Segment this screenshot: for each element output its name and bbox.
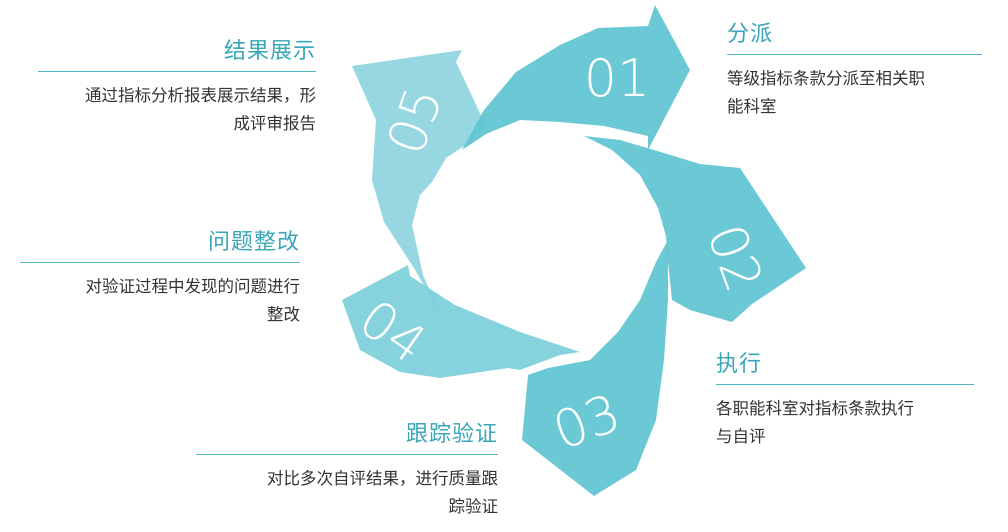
step-01-block: 分派 等级指标条款分派至相关职 能科室 [727,20,982,121]
arrow-01 [462,5,690,150]
step-03-divider [196,454,498,455]
arrow-02 [584,136,806,322]
step-05-divider [38,71,316,72]
arrow-03 [522,240,668,496]
step-04-desc-line: 整改 [267,305,300,324]
step-02-desc: 各职能科室对指标条款执行 与自评 [716,395,974,451]
step-01-divider [727,54,982,55]
step-04-title: 问题整改 [207,230,300,255]
step-number-01: 01 [584,49,650,109]
arrow-04 [342,265,580,378]
step-02-divider [716,384,974,385]
step-01-desc-line: 能科室 [727,97,777,116]
step-01-title: 分派 [727,22,774,47]
step-03-desc: 对比多次自评结果，进行质量跟 踪验证 [196,465,498,521]
step-02-title: 执行 [716,352,763,377]
step-02-desc-line: 与自评 [716,427,766,446]
step-05-desc: 通过指标分析报表展示结果，形 成评审报告 [38,82,316,138]
step-03-desc-line: 踪验证 [448,497,499,516]
step-05-desc-line: 成评审报告 [233,114,317,133]
step-01-desc: 等级指标条款分派至相关职 能科室 [727,65,982,121]
arrow-05 [352,50,486,318]
step-05-desc-line: 通过指标分析报表展示结果，形 [85,86,316,105]
step-03-desc-line: 对比多次自评结果，进行质量跟 [267,469,498,488]
step-04-block: 问题整改 对验证过程中发现的问题进行 整改 [20,228,300,329]
step-03-block: 跟踪验证 对比多次自评结果，进行质量跟 踪验证 [196,420,498,521]
step-03-title: 跟踪验证 [405,422,498,447]
step-02-block: 执行 各职能科室对指标条款执行 与自评 [716,350,974,451]
step-02-desc-line: 各职能科室对指标条款执行 [716,399,914,418]
step-04-divider [20,262,300,263]
step-04-desc: 对验证过程中发现的问题进行 整改 [20,273,301,329]
step-05-block: 结果展示 通过指标分析报表展示结果，形 成评审报告 [38,37,316,138]
step-01-desc-line: 等级指标条款分派至相关职 [727,69,925,88]
step-05-title: 结果展示 [223,39,316,64]
step-04-desc-line: 对验证过程中发现的问题进行 [85,277,301,296]
